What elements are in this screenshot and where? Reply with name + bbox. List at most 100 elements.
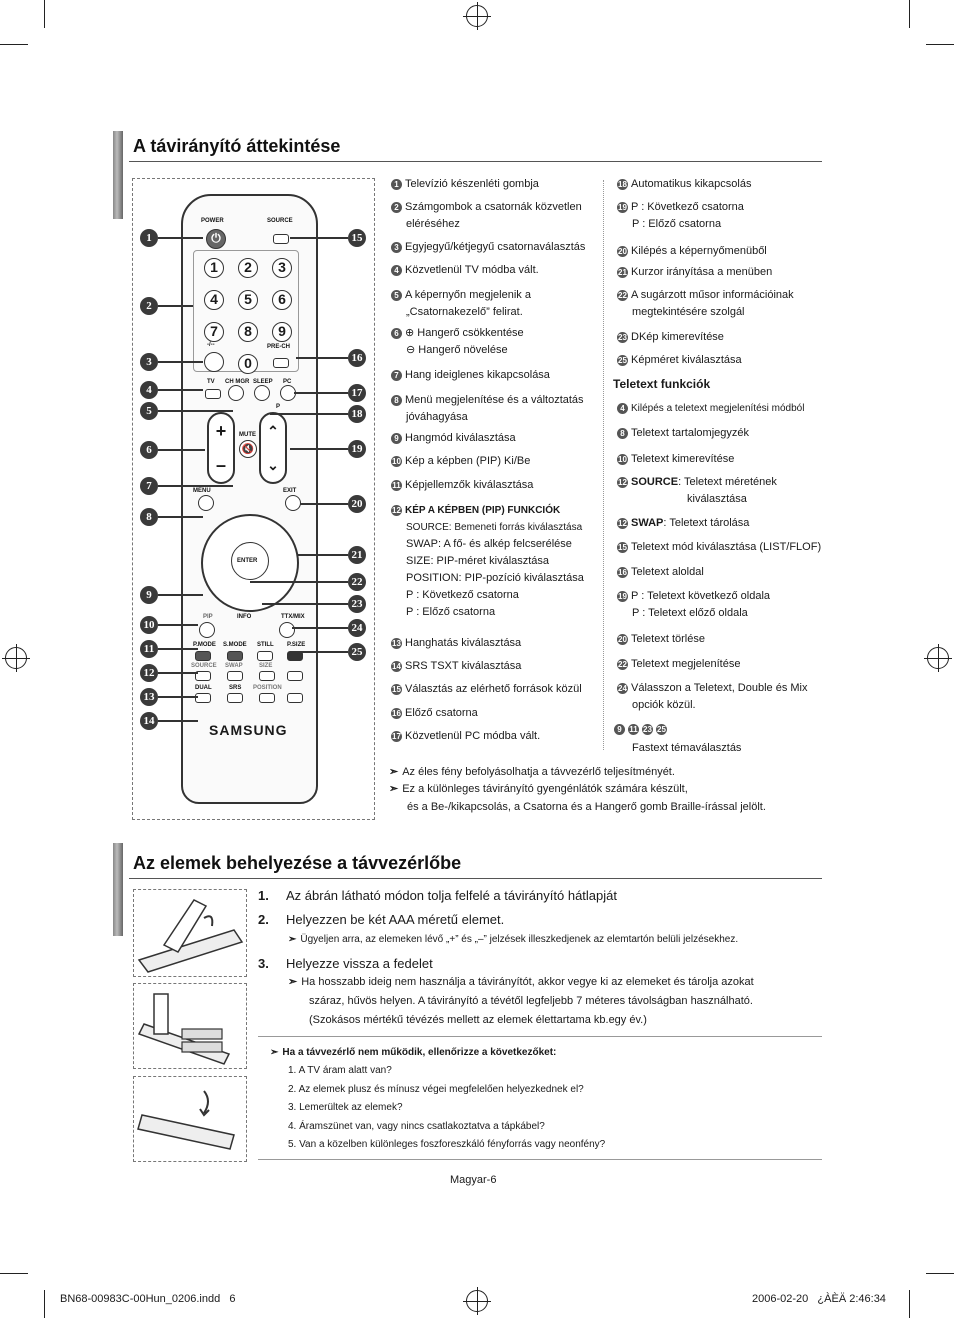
callout-line bbox=[294, 392, 348, 394]
crop-mark bbox=[909, 0, 910, 28]
callout-line bbox=[158, 305, 193, 307]
prech-button bbox=[273, 358, 289, 368]
plus-icon: ⊕ bbox=[405, 327, 418, 339]
callout-line bbox=[158, 516, 203, 518]
callout-line bbox=[262, 603, 348, 605]
callout-badge: 20 bbox=[348, 495, 366, 513]
teletext-title: Teletext funkciók bbox=[613, 377, 711, 391]
callout-badge: 8 bbox=[140, 508, 158, 526]
pip-button bbox=[199, 622, 215, 638]
pip-source-label: SOURCE bbox=[191, 663, 217, 669]
chmgr-label: CH MGR bbox=[225, 379, 250, 385]
mute-label: MUTE bbox=[239, 432, 256, 438]
still-button bbox=[257, 651, 273, 661]
chmgr-button bbox=[228, 385, 244, 401]
dual-label: DUAL bbox=[195, 685, 212, 691]
digit-button: 8 bbox=[238, 322, 258, 342]
pmode-label: P.MODE bbox=[193, 642, 216, 648]
brand-logo: SAMSUNG bbox=[209, 722, 288, 738]
pip-down-button bbox=[287, 693, 303, 703]
battery-step-figure bbox=[133, 1076, 247, 1162]
dash-button bbox=[204, 352, 224, 372]
pip-swap-button bbox=[227, 671, 243, 681]
power-icon: ⏻ bbox=[206, 229, 226, 249]
digit-button: 5 bbox=[238, 290, 258, 310]
callout-line bbox=[158, 449, 205, 451]
exit-button bbox=[285, 495, 301, 511]
menu-label: MENU bbox=[193, 488, 211, 494]
dash-label: -/-- bbox=[207, 342, 215, 348]
callout-line bbox=[290, 237, 348, 239]
digit-button: 3 bbox=[272, 258, 292, 278]
callout-badge: 19 bbox=[348, 440, 366, 458]
note-arrow-icon: ➣ bbox=[389, 766, 399, 778]
crop-mark bbox=[909, 1290, 910, 1318]
ttxmix-button bbox=[279, 622, 295, 638]
pip-label: PIP bbox=[203, 614, 213, 620]
digit-button: 9 bbox=[272, 322, 292, 342]
column-divider bbox=[603, 180, 604, 750]
digit-button: 4 bbox=[204, 290, 224, 310]
note-arrow-icon: ➣ bbox=[270, 1047, 279, 1058]
step-3-note: ➣Ha hosszabb ideig nem használja a távir… bbox=[288, 976, 754, 1026]
callout-badge: 11 bbox=[140, 640, 158, 658]
callout-line bbox=[158, 672, 198, 674]
pmode-button bbox=[195, 651, 211, 661]
remote-back-open-icon bbox=[137, 899, 244, 973]
tv-label: TV bbox=[207, 379, 215, 385]
callout-line bbox=[292, 627, 348, 629]
callout-badge: 9 bbox=[140, 586, 158, 604]
page-number: Magyar-6 bbox=[450, 1174, 497, 1186]
callout-line bbox=[298, 554, 348, 556]
list-item: 6⊕ Hangerő csökkentése⊖ Hangerő növelése bbox=[391, 325, 524, 359]
smode-button bbox=[227, 651, 243, 661]
position-label: POSITION bbox=[253, 685, 282, 691]
callout-badge: 17 bbox=[348, 384, 366, 402]
info-label: INFO bbox=[237, 614, 252, 620]
callout-line bbox=[300, 503, 348, 505]
callout-badge: 4 bbox=[140, 381, 158, 399]
enter-label: ENTER bbox=[237, 558, 258, 564]
callout-badge: 6 bbox=[140, 441, 158, 459]
callout-line bbox=[158, 361, 203, 363]
check-item: 2. Az elemek plusz és mínusz végei megfe… bbox=[288, 1084, 584, 1095]
pip-swap-label: SWAP bbox=[225, 663, 243, 669]
fastext-label: Fastext témaválasztás bbox=[632, 742, 742, 754]
pip-up-button bbox=[287, 671, 303, 681]
srs-button bbox=[227, 693, 243, 703]
ttxmix-label: TTX/MIX bbox=[281, 614, 305, 620]
pip-position-button bbox=[259, 693, 275, 703]
dual-button bbox=[195, 693, 211, 703]
callout-line bbox=[158, 594, 203, 596]
menu-button bbox=[198, 495, 214, 511]
callout-line bbox=[158, 410, 233, 412]
exit-label: EXIT bbox=[283, 488, 297, 494]
section-bar bbox=[113, 131, 123, 219]
note-arrow-icon: ➣ bbox=[288, 934, 297, 945]
volume-rocker: +– bbox=[207, 412, 235, 484]
callout-badge: 10 bbox=[140, 616, 158, 634]
check-item: 4. Áramszünet van, vagy nincs csatlakozt… bbox=[288, 1121, 545, 1132]
callout-badge: 3 bbox=[140, 353, 158, 371]
check-rule-bottom bbox=[258, 1159, 822, 1160]
check-title: ➣Ha a távvezérlő nem működik, ellenőrizz… bbox=[270, 1047, 557, 1058]
